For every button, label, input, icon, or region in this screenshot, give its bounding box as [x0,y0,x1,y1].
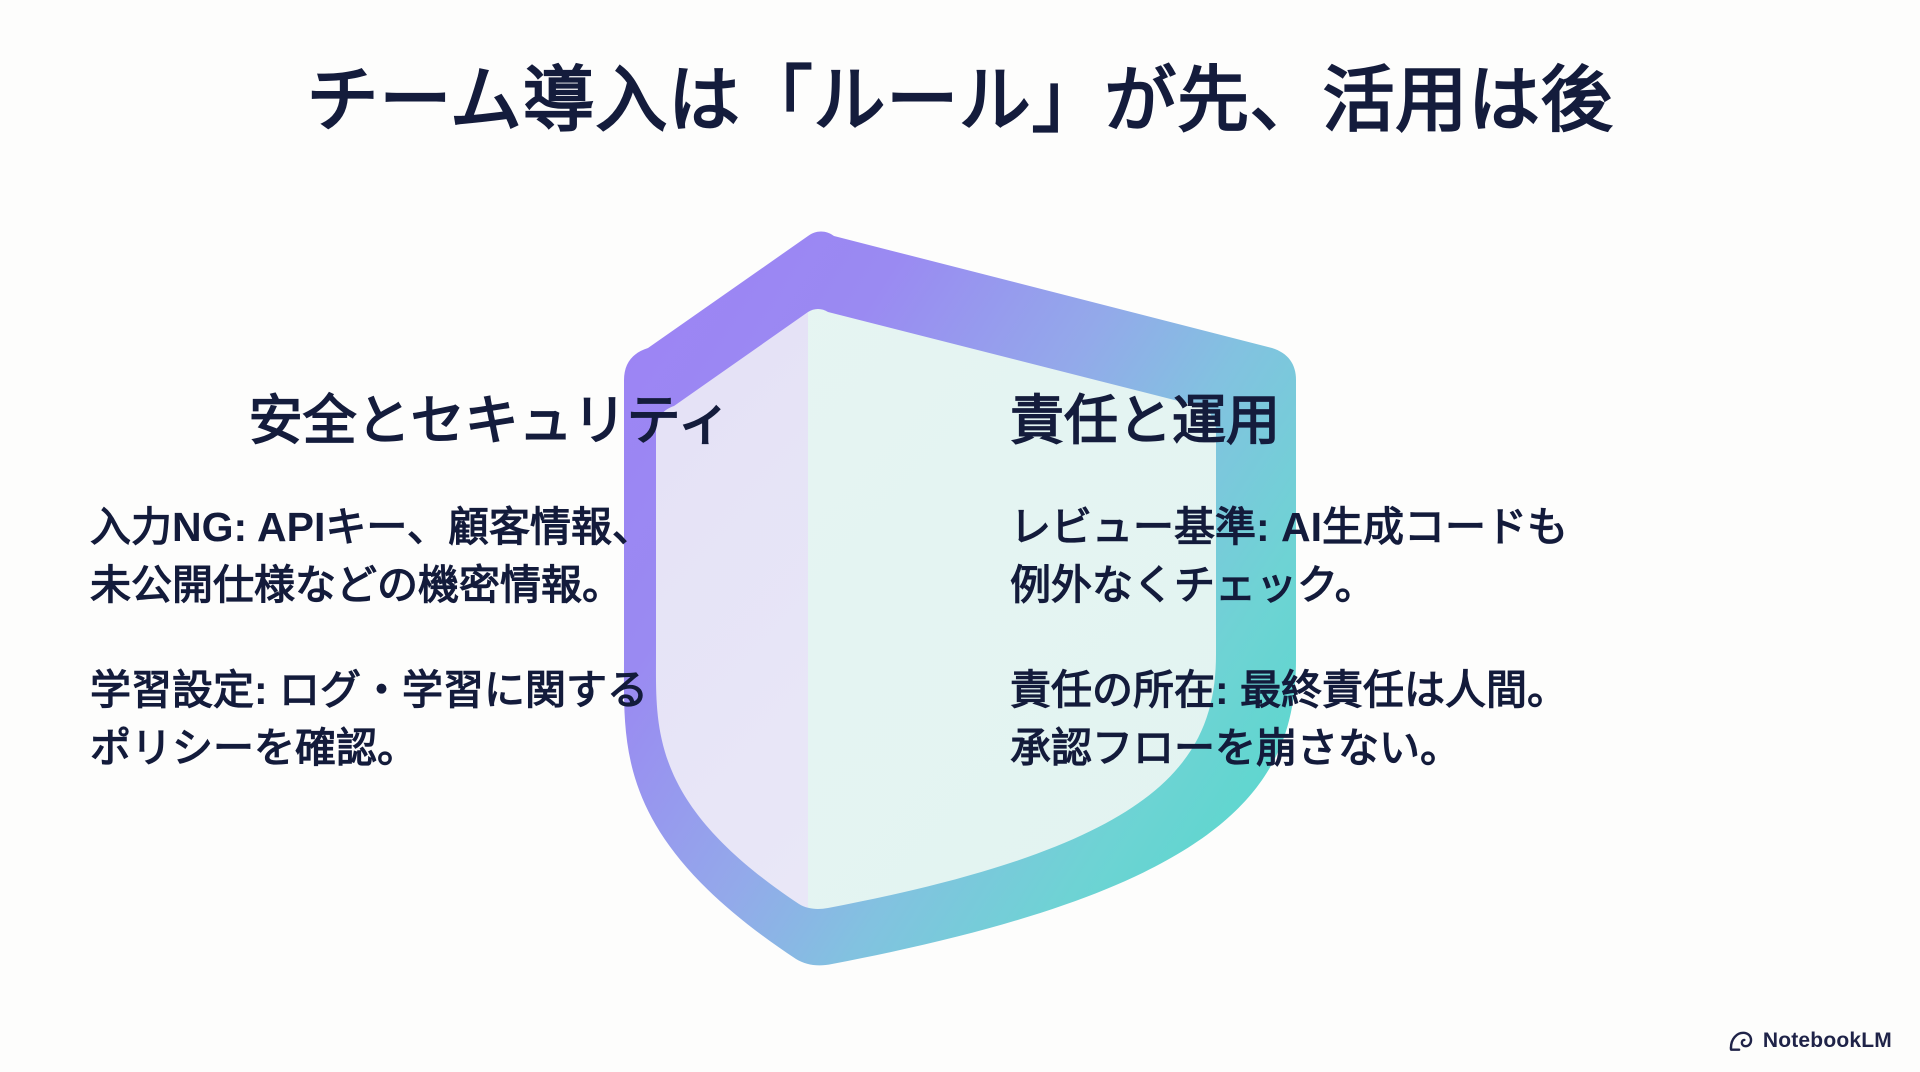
notebooklm-watermark-label: NotebookLM [1762,1029,1892,1052]
bullet-list-responsibility-operation: レビュー基準: AI生成コードも 例外なくチェック。 責任の所在: 最終責任は人… [1010,498,1800,777]
bullet-item: 入力NG: APIキー、顧客情報、 未公開仕様などの機密情報。 [90,504,653,609]
slide-title: チーム導入は「ルール」が先、活用は後 [306,61,1614,141]
column-safety-security: 安全とセキュリティ 入力NG: APIキー、顧客情報、 未公開仕様などの機密情報… [90,390,850,777]
bullet-item: 責任の所在: 最終責任は人間。 承認フローを崩さない。 [1010,666,1569,771]
notebooklm-spiral-icon [1729,1031,1753,1051]
column-heading-responsibility-operation: 責任と運用 [1010,391,1280,451]
bullet-item: 学習設定: ログ・学習に関する ポリシーを確認。 [90,666,649,771]
bullet-item: レビュー基準: AI生成コードも 例外なくチェック。 [1010,504,1569,609]
column-responsibility-operation: 責任と運用 レビュー基準: AI生成コードも 例外なくチェック。 責任の所在: … [1010,390,1800,777]
column-heading-safety-security: 安全とセキュリティ [248,391,732,451]
bullet-list-safety-security: 入力NG: APIキー、顧客情報、 未公開仕様などの機密情報。 学習設定: ログ… [90,498,850,777]
notebooklm-watermark: NotebookLM [1728,1028,1892,1054]
